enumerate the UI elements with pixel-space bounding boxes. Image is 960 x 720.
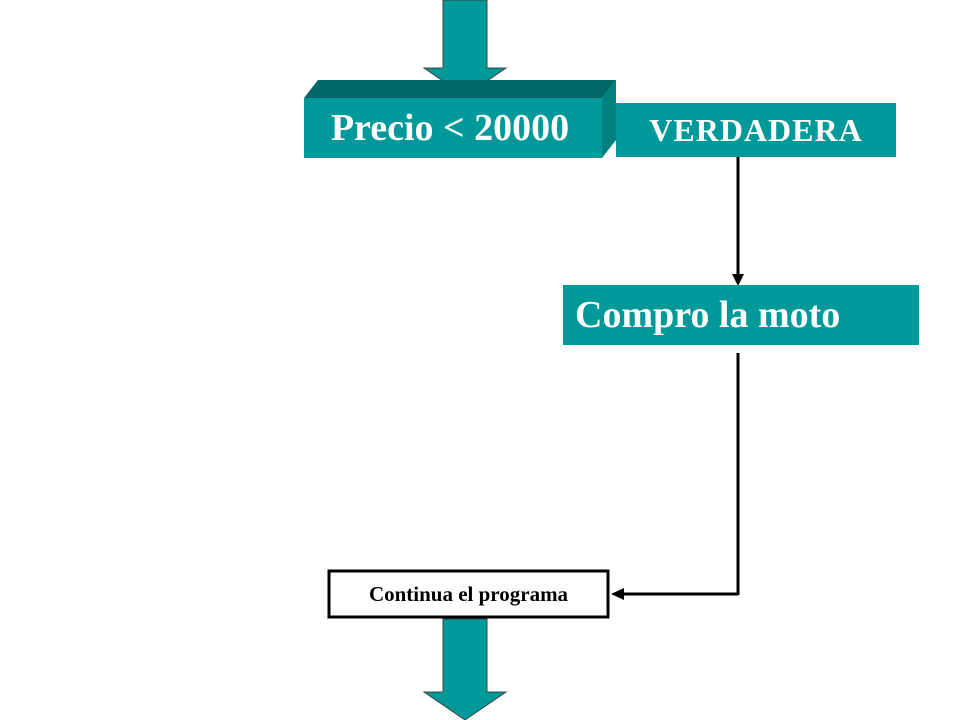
condition-box	[304, 98, 602, 158]
connector-arrowhead-continue	[611, 588, 624, 600]
continue-label: Continua el programa	[368, 581, 569, 606]
condition-label: Precio < 20000	[330, 107, 570, 149]
continue-box	[327, 569, 610, 619]
true-branch-box	[616, 103, 896, 157]
connector-arrowhead-action	[732, 274, 744, 286]
action-label: Compro la moto	[575, 294, 841, 336]
exit-down-arrow-icon	[422, 618, 508, 720]
condition-box-side-face	[602, 80, 616, 158]
action-box	[563, 285, 919, 345]
true-branch-label: VERDADERA	[649, 111, 863, 148]
condition-box-top-face	[304, 80, 616, 98]
